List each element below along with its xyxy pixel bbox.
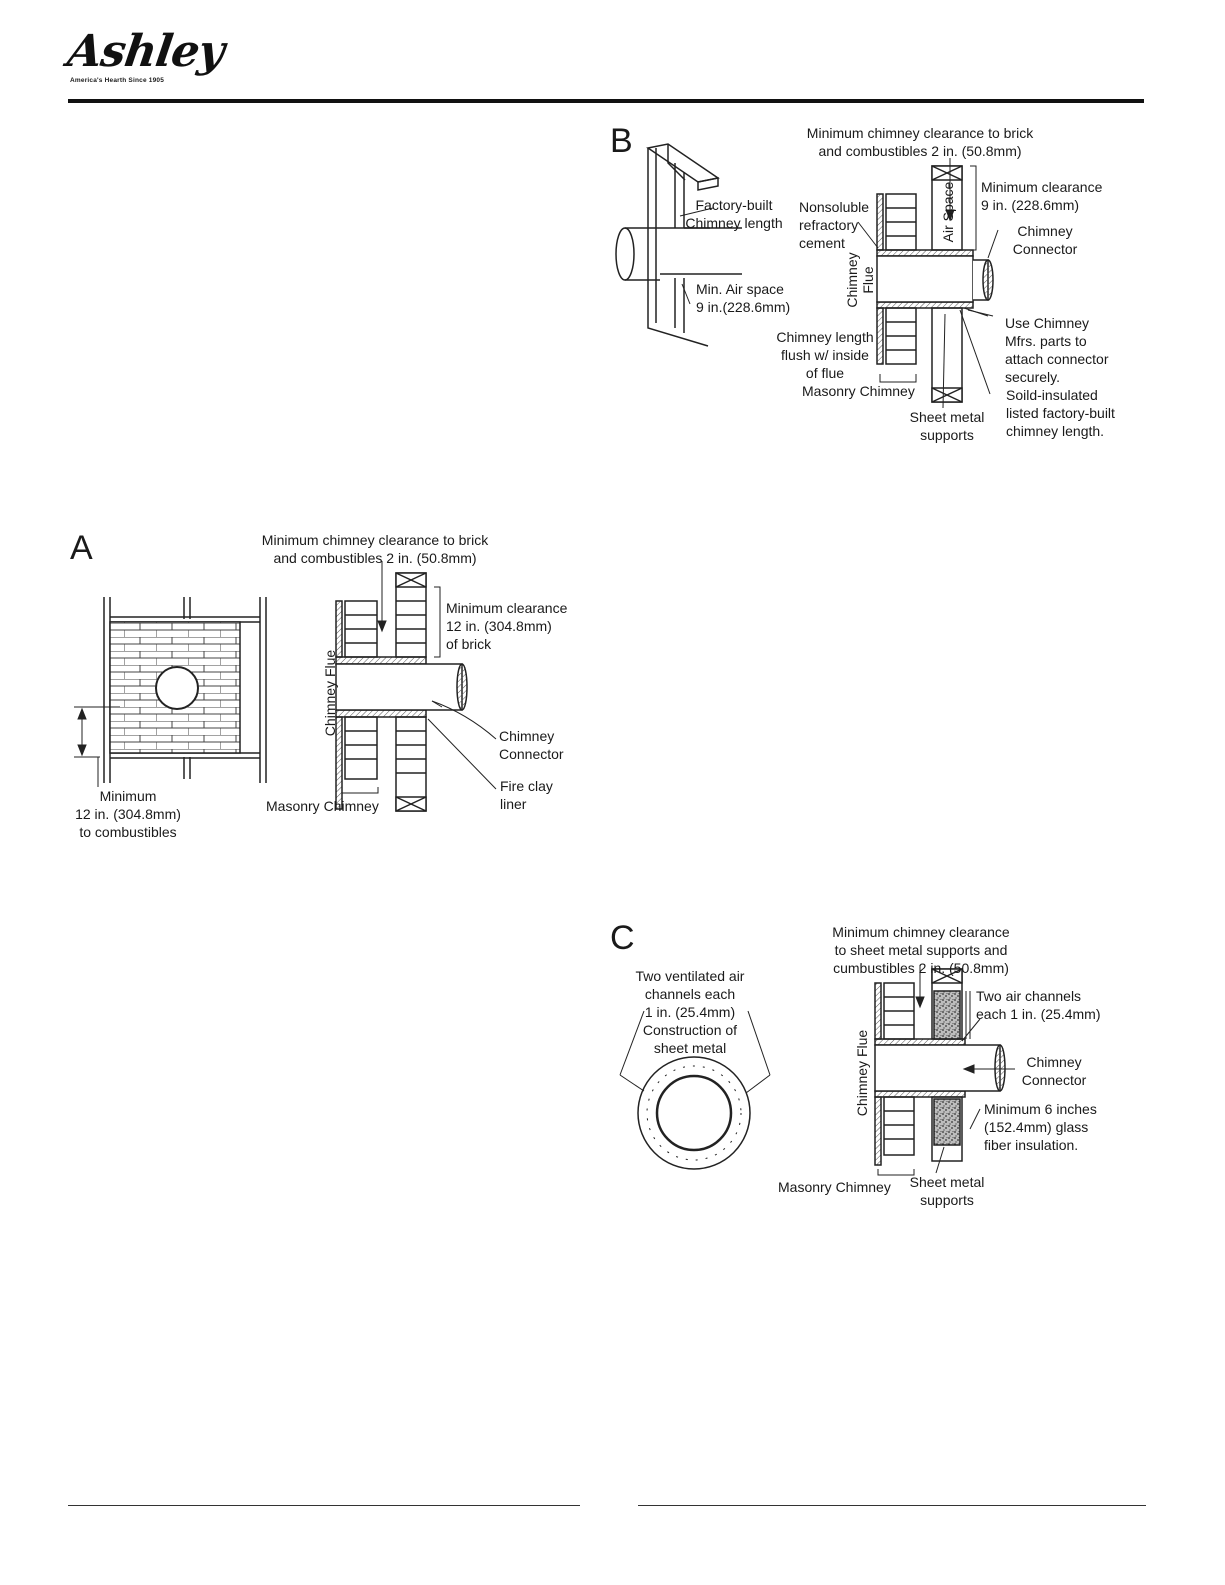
diagram-c-drawing [619,965,1015,1176]
footer-rule-left [68,1505,580,1506]
b-flush: Chimney length flush w/ inside of flue [776,329,874,381]
header-rule [68,99,1144,103]
b-min-clearance: Minimum clearance 9 in. (228.6mm) [981,179,1103,213]
c-insulation: Minimum 6 inches (152.4mm) glass fiber i… [984,1101,1097,1153]
ashley-logo: Ashley America's Hearth Since 1905 [64,26,226,90]
diagram-c: C [600,915,1160,1225]
b-supports: Sheet metal supports [909,409,985,443]
b-mfrs-parts: Use Chimney Mfrs. parts to attach connec… [1005,315,1109,385]
b-clearance-title: Minimum chimney clearance to brick and c… [806,125,1034,159]
diagram-a-letter: A [70,529,93,567]
a-clearance-title: Minimum chimney clearance to brick and c… [261,532,489,566]
a-liner: Fire clay liner [500,778,553,812]
b-connector: Chimney Connector [1012,223,1078,257]
a-masonry: Masonry Chimney [266,798,379,814]
diagram-c-letter: C [610,919,635,957]
brand-name: Ashley [64,26,227,77]
c-connector: Chimney Connector [1021,1054,1087,1088]
a-flue: Chimney Flue [322,649,338,737]
diagram-b-drawing [615,143,999,409]
diagram-b: B [600,118,1160,458]
diagram-a-drawing [74,561,497,812]
c-supports: Sheet metal supports [909,1174,985,1208]
brand-tagline: America's Hearth Since 1905 [70,77,165,84]
c-masonry: Masonry Chimney [778,1179,891,1195]
b-air-space-vertical: Air Space [940,181,956,243]
c-flue: Chimney Flue [854,1029,870,1117]
c-ventilated: Two ventilated air channels each 1 in. (… [635,968,745,1056]
b-solid-insulated: Soild-insulated listed factory-built chi… [1006,387,1115,439]
b-nonsoluble: Nonsoluble refractory cement [799,199,870,251]
c-air-channels: Two air channels each 1 in. (25.4mm) [976,988,1101,1022]
b-factory-built: Factory-built Chimney length [685,197,783,231]
a-connector: Chimney Connector [499,728,564,762]
a-min-clearance: Minimum clearance 12 in. (304.8mm) of br… [446,600,568,652]
a-combustibles: Minimum 12 in. (304.8mm) to combustibles [75,788,181,840]
b-flue: Chimney Flue [844,252,876,308]
diagram-a: A [60,525,600,855]
c-clearance-title: Minimum chimney clearance to sheet metal… [832,924,1010,976]
diagram-b-letter: B [610,122,633,160]
b-air-space: Min. Air space 9 in.(228.6mm) [696,281,791,315]
b-masonry: Masonry Chimney [802,383,915,399]
footer-rule-right [638,1505,1146,1506]
